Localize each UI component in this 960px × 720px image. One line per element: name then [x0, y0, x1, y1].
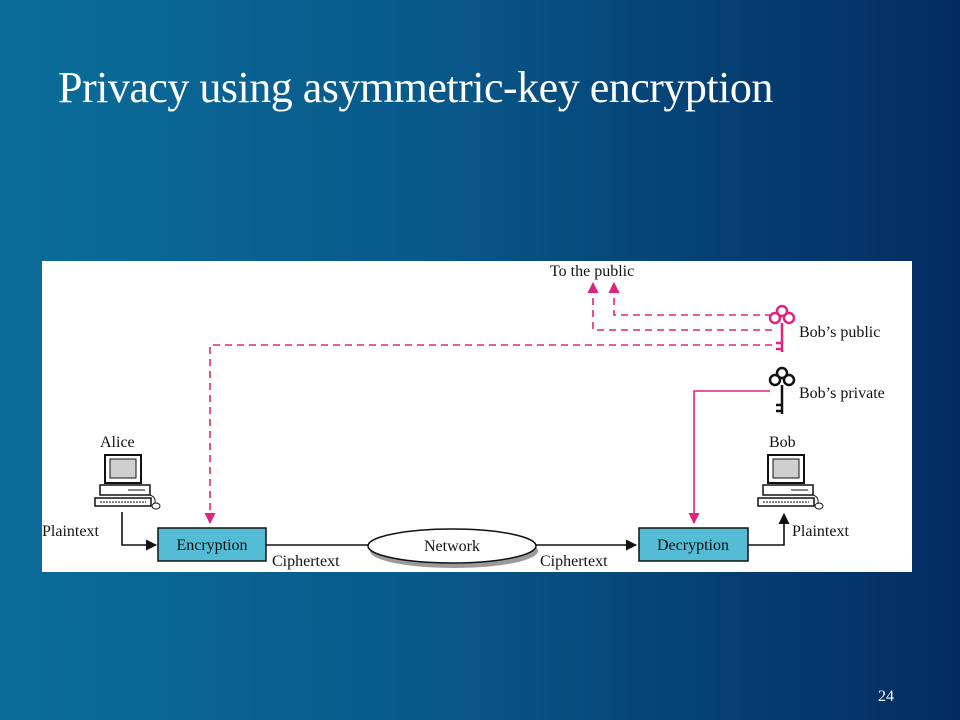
public-key-paths: [204, 281, 772, 525]
slide-title: Privacy using asymmetric-key encryption: [58, 63, 773, 112]
black-key-icon: [768, 366, 796, 414]
bob-label: Bob: [769, 434, 796, 451]
bob-computer-icon: [757, 454, 824, 510]
alice-computer-icon: [94, 454, 161, 510]
public-key-to-public-path-2: [587, 281, 772, 331]
bobs-public-key-label: Bob’s public: [799, 324, 880, 341]
encryption-label: Encryption: [176, 537, 247, 554]
plaintext-to-encryption-arrow: [121, 512, 158, 551]
private-key-to-decryption-path: [688, 390, 770, 525]
plaintext-input-label: Plaintext: [42, 523, 99, 540]
decryption-label: Decryption: [657, 537, 729, 554]
encryption-diagram: To the public Bob’s public Bob’s private…: [42, 261, 912, 572]
plaintext-output-label: Plaintext: [792, 523, 849, 540]
network-cloud: Network: [367, 528, 538, 568]
encryption-box: Encryption: [157, 527, 267, 562]
alice-label: Alice: [100, 434, 135, 451]
pink-key-icon: [768, 304, 796, 352]
public-key-to-public-path-1: [608, 281, 772, 316]
decryption-box: Decryption: [638, 527, 749, 562]
to-the-public-label: To the public: [550, 263, 634, 280]
ciphertext-right-label: Ciphertext: [540, 553, 608, 570]
decryption-to-bob-arrow: [748, 512, 790, 546]
public-key-to-encryption-path: [204, 344, 772, 525]
ciphertext-left-label: Ciphertext: [272, 553, 340, 570]
network-label: Network: [424, 538, 480, 555]
page-number: 24: [878, 688, 894, 705]
bobs-private-key-label: Bob’s private: [799, 385, 885, 402]
